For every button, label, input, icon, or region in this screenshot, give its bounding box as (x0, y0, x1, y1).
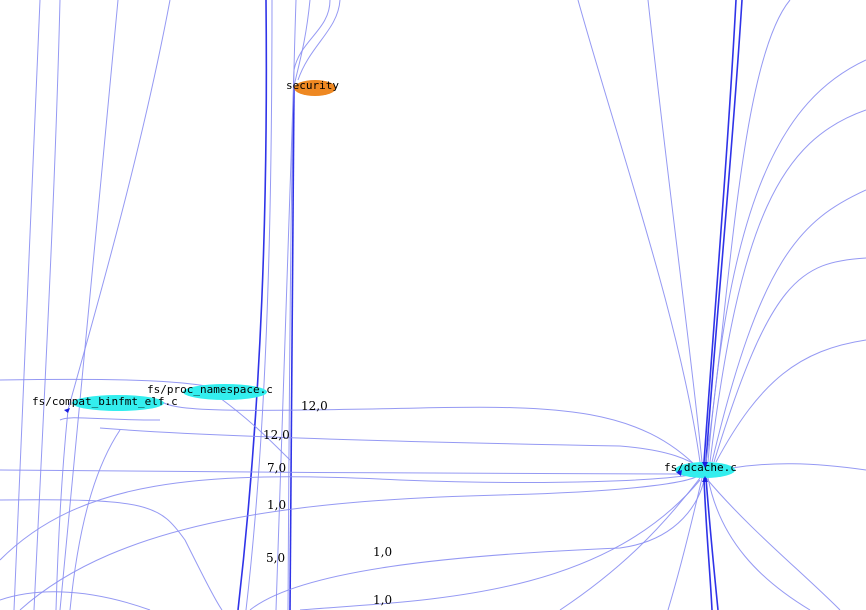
graph-node-compat-binfmt[interactable]: fs/compat_binfmt_elf.c (32, 395, 178, 411)
graph-edge (19, 476, 697, 610)
graph-edge (647, 0, 703, 463)
graph-edge (55, 409, 69, 610)
graph-edge (69, 429, 121, 610)
edge-label: 12,0 (263, 428, 290, 442)
arrowhead-icon (702, 462, 708, 468)
graph-edge (159, 399, 701, 471)
graph-edge (703, 477, 713, 610)
arrowhead-icon (676, 470, 682, 476)
graph-edge (713, 257, 866, 463)
arrowhead-icon (64, 408, 70, 413)
graph-edge (59, 417, 161, 421)
file-node-shape (675, 462, 735, 478)
graph-edge (245, 0, 273, 610)
graph-edge (667, 477, 703, 610)
edge-label: 12,0 (301, 399, 328, 413)
graph-edge (559, 477, 701, 610)
edge-labels: 12,0 12,0 7,0 1,0 5,0 1,0 1,0 (263, 399, 392, 607)
graph-edge (67, 0, 171, 411)
graph-edge (99, 427, 705, 471)
node-label: security (286, 79, 339, 92)
edge-label: 1,0 (373, 545, 392, 559)
graph-edge (707, 477, 811, 610)
directory-node-shape (294, 80, 336, 96)
graph-edge (0, 469, 681, 475)
graph-edge (0, 499, 223, 610)
graph-edge (705, 0, 791, 463)
graph-edge (707, 59, 866, 463)
graph-edge (13, 0, 41, 610)
graph-node-dcache[interactable]: fs/dcache.c (664, 461, 737, 478)
graph-node-proc-namespace[interactable]: fs/proc_namespace.c (147, 383, 273, 400)
node-label: fs/compat_binfmt_elf.c (32, 395, 178, 408)
graph-edge (297, 0, 341, 81)
graph-edge (293, 0, 311, 87)
graph-edge (237, 0, 268, 610)
graph-edge (0, 591, 151, 610)
edge-label: 1,0 (373, 593, 392, 607)
graph-edge (249, 479, 705, 610)
graph-edge (709, 109, 866, 463)
graph-node-security[interactable]: security (286, 79, 339, 96)
node-label: fs/proc_namespace.c (147, 383, 273, 396)
graph-edge (33, 0, 61, 610)
graph-edge (731, 463, 866, 471)
file-node-shape (72, 395, 164, 411)
graph-edge (705, 477, 719, 610)
graph-edge (705, 477, 841, 610)
node-label: fs/dcache.c (664, 461, 737, 474)
edge-label: 7,0 (267, 461, 286, 475)
file-node-shape (183, 384, 267, 400)
graph-edge (703, 0, 737, 463)
edge-label: 1,0 (267, 498, 286, 512)
arrowhead-icon (702, 476, 708, 482)
graph-edge (705, 0, 743, 463)
edge-arrowheads (64, 408, 708, 482)
graph-edge (299, 479, 701, 610)
graph-edge (711, 189, 866, 463)
graph-edge (219, 397, 291, 461)
graph-edge (0, 474, 691, 561)
graph-edge (715, 339, 866, 463)
graph-edge (577, 0, 701, 463)
graph-nodes: security fs/proc_namespace.c fs/compat_b… (32, 79, 737, 478)
edge-label: 5,0 (266, 551, 285, 565)
graph-edge (59, 0, 119, 610)
